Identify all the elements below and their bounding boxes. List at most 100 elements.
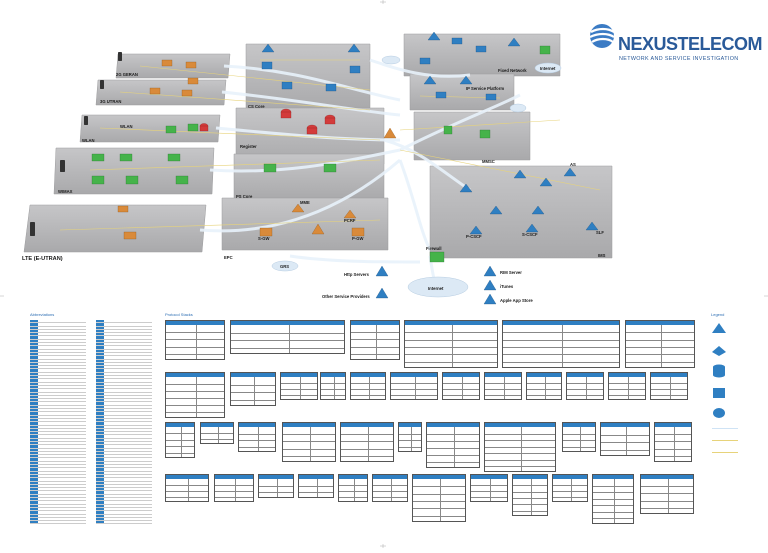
label-ims: IMS <box>598 253 606 258</box>
abbreviation-key <box>96 326 104 329</box>
eir-node <box>324 117 336 125</box>
table-row-line <box>283 441 335 443</box>
ip-platform-node <box>423 75 437 85</box>
abbreviation-row <box>30 405 86 410</box>
table-row-line <box>399 433 421 435</box>
abbreviation-key <box>96 379 104 382</box>
legend-title: Legend <box>711 312 725 317</box>
abbreviation-key <box>30 418 38 422</box>
abbreviation-key <box>30 451 38 455</box>
abbreviation-row <box>96 382 152 386</box>
abbreviation-row <box>30 422 86 426</box>
mgw-node <box>323 163 337 173</box>
abbreviation-row <box>96 336 152 340</box>
abbreviation-key <box>96 488 104 491</box>
protocol-stack-table <box>426 422 480 468</box>
vlr-node <box>349 65 361 74</box>
table-row-line <box>399 446 421 448</box>
abbreviation-row <box>30 349 86 353</box>
abbreviation-key <box>96 362 104 366</box>
table-header <box>351 321 399 325</box>
abbreviation-row <box>96 461 152 466</box>
protocol-stack-table <box>200 422 234 444</box>
table-column-line <box>531 479 532 515</box>
abbreviation-row <box>30 501 86 505</box>
abbreviation-key <box>30 402 38 405</box>
panel-2g-geran <box>115 53 231 79</box>
abbreviation-row <box>96 402 152 406</box>
table-row-line <box>485 395 521 396</box>
table-row-line <box>259 485 293 487</box>
table-row-line <box>166 497 208 498</box>
table-row-line <box>609 389 645 390</box>
table-header <box>341 423 393 427</box>
table-column-line <box>674 427 675 461</box>
abbreviation-row <box>96 352 152 357</box>
table-row-line <box>626 347 694 348</box>
abbreviation-row <box>96 474 152 479</box>
p-cscf-node <box>469 225 483 235</box>
abbreviation-row <box>96 441 152 446</box>
abbreviation-key <box>96 481 104 484</box>
table-header <box>609 373 645 377</box>
box-icon <box>713 388 725 398</box>
abbreviation-key <box>30 484 38 488</box>
abbreviation-key <box>96 329 104 333</box>
abbreviation-row <box>30 320 86 324</box>
abbreviation-row <box>30 425 86 429</box>
abbreviation-row <box>30 359 86 363</box>
hss-node <box>306 127 318 135</box>
table-row-line <box>626 332 694 334</box>
table-row-line <box>485 440 555 442</box>
table-header <box>513 475 547 479</box>
abbreviation-key <box>30 339 38 343</box>
abbreviation-row <box>96 455 152 459</box>
abbreviation-key <box>30 376 38 379</box>
stp-node <box>261 61 273 70</box>
protocol-stack-table <box>390 372 438 400</box>
abbreviations-column <box>96 320 152 526</box>
slf-node <box>585 221 599 231</box>
abbreviation-row <box>96 422 152 426</box>
abbreviation-key <box>96 494 104 498</box>
label-internet-top: Internet <box>540 66 556 71</box>
ims-node <box>513 169 527 179</box>
abbreviations-title: Abbreviations <box>30 312 55 317</box>
fixed-node <box>451 37 463 45</box>
abbreviation-row <box>96 359 152 363</box>
wlan-ap-node <box>165 125 177 134</box>
table-row-line <box>443 395 479 396</box>
abbreviation-key <box>96 465 104 468</box>
table-row-line <box>553 497 587 498</box>
abbreviation-row <box>30 356 86 360</box>
msc-server-node <box>261 43 275 53</box>
table-row-line <box>351 346 399 348</box>
table-row-line <box>281 383 317 384</box>
abbreviation-row <box>30 415 86 419</box>
table-column-line <box>196 377 197 417</box>
ip-platform-node <box>485 93 497 101</box>
abbreviation-row <box>30 468 86 472</box>
table-column-line <box>411 427 412 451</box>
legend-item <box>712 322 726 334</box>
protocol-stack-table <box>165 474 209 502</box>
wimax-bs-node <box>119 153 133 162</box>
table-row-line <box>166 346 224 348</box>
abbreviation-row <box>96 343 152 347</box>
abbreviation-key <box>30 382 38 385</box>
abbreviation-row <box>30 369 86 373</box>
abbreviation-key <box>30 412 38 415</box>
table-row-line <box>609 395 645 396</box>
abbreviation-row <box>30 366 86 370</box>
internet-cloud-top <box>534 62 562 74</box>
abbreviation-key <box>30 425 38 428</box>
abbreviation-key <box>96 468 104 471</box>
table-column-line <box>670 377 671 399</box>
table-row-line <box>341 441 393 443</box>
protocol-stack-table <box>230 372 276 406</box>
abbreviation-row <box>30 445 86 449</box>
abbreviation-key <box>96 448 104 451</box>
abbreviation-row <box>96 392 152 396</box>
wimax-bs-node <box>91 153 105 162</box>
table-row-line <box>471 491 507 492</box>
